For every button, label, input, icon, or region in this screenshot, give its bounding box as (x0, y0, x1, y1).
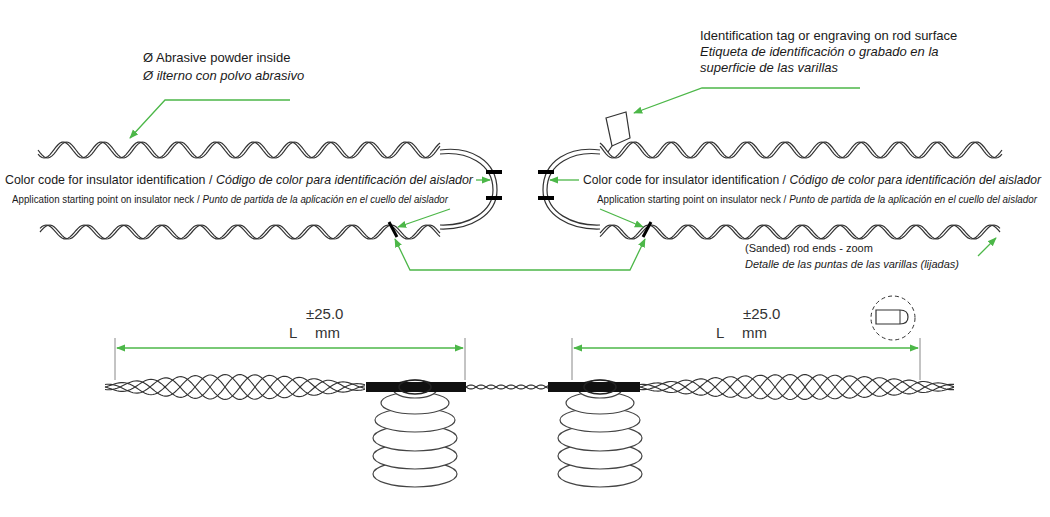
rod-strand (105, 375, 365, 400)
rod-end-detail (876, 310, 908, 324)
leader-line (398, 209, 450, 227)
rod-strand (105, 375, 365, 399)
conductor (105, 375, 954, 400)
leader-line (634, 88, 860, 113)
insulator (373, 380, 457, 487)
label-row: (Sanded) rod ends - zoom (745, 242, 873, 255)
sleeve (366, 382, 466, 392)
label-row: Color code for insulator identification … (583, 172, 1041, 188)
dimension-text: L mm (716, 324, 767, 342)
callout-text: Código de color para identificación del … (216, 172, 473, 188)
callout-text: Detalle de las puntas de las varillas (l… (745, 258, 959, 271)
rod-strand (640, 375, 954, 400)
leader-line (130, 100, 290, 138)
leader-line (476, 179, 490, 180)
identification-tag (606, 112, 630, 146)
leader-line (600, 209, 643, 227)
extension-line (920, 338, 921, 380)
callout-text: Ø ilterno con polvo abrasivo (143, 68, 304, 84)
rod-strand (105, 375, 365, 400)
label-row: Ø Abrasive powder inside (143, 50, 290, 66)
callout-text: Etiqueta de identificación o grabado en … (700, 44, 939, 75)
callout-text: Color code for insulator identification … (583, 172, 786, 188)
callout-text: Ø Abrasive powder inside (143, 50, 290, 66)
label-row: Etiqueta de identificación o grabado en … (700, 44, 950, 75)
rod-strand (40, 225, 440, 239)
callout-text: Application starting point on insulator … (12, 194, 200, 206)
zoom-circle (871, 296, 915, 340)
label-row: ±25.0 (743, 305, 780, 323)
neck-loop (584, 380, 616, 394)
label-row: Color code for insulator identification … (5, 172, 473, 188)
callout-text: (Sanded) rod ends - zoom (745, 242, 873, 255)
callout-text: Identification tag or engraving on rod s… (700, 28, 957, 44)
dimension-line (574, 347, 918, 348)
tag-stem (608, 146, 612, 152)
rod-strand (466, 385, 548, 389)
dimension-line (117, 347, 463, 348)
label-row: Ø ilterno con polvo abrasivo (143, 68, 304, 84)
start-mark (389, 222, 397, 237)
callout-text: Punto de partida de la aplicación en el … (789, 194, 1037, 206)
callout-text: Application starting point on insulator … (597, 194, 786, 206)
rod-loop (440, 154, 493, 226)
neck-loop (399, 380, 431, 394)
extension-line (465, 338, 466, 380)
rod-strand (640, 375, 954, 400)
callout-text: Punto de partida de la aplicación en el … (203, 194, 448, 206)
dimension (115, 338, 920, 380)
sleeve (548, 382, 640, 392)
label-row: L mm (716, 324, 767, 342)
rod-strand (640, 375, 954, 400)
leader-line (550, 179, 579, 180)
rod-loop (440, 149, 497, 229)
rod-strand (640, 375, 954, 400)
color-band (486, 170, 502, 174)
insulator (558, 380, 642, 487)
rod-strand (466, 385, 548, 389)
extension-line (115, 338, 116, 380)
color-band (486, 196, 502, 200)
label-row: ±25.0 (306, 305, 343, 323)
label-row: Identification tag or engraving on rod s… (700, 28, 957, 44)
dead-end-rod (38, 142, 502, 239)
dimension-text: L mm (289, 324, 340, 342)
callout-text: Código de color para identificación del … (790, 172, 1041, 188)
rod-end-detail (900, 310, 901, 324)
label-row: L mm (289, 324, 340, 342)
callout-text: Color code for insulator identification … (5, 172, 212, 188)
dimension-text: ±25.0 (306, 305, 343, 323)
dead-end-rod (538, 142, 1002, 239)
dimension-text: ±25.0 (743, 305, 780, 323)
label-row: Application starting point on insulator … (597, 194, 1037, 206)
rod-strand (105, 375, 365, 399)
rod-strand (40, 225, 440, 239)
rod-strand (38, 142, 440, 158)
rod-strand (38, 142, 440, 158)
label-row: Application starting point on insulator … (12, 194, 448, 206)
leader-line (978, 238, 996, 256)
leader-line (395, 239, 645, 270)
label-row: Detalle de las puntas de las varillas (l… (745, 258, 959, 271)
extension-line (572, 338, 573, 380)
